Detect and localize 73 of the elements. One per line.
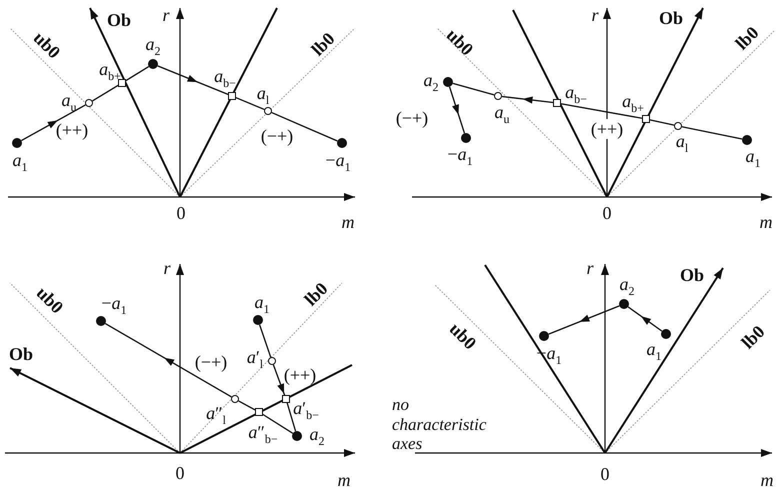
axis-label: r [164,259,170,277]
path-segment [452,82,494,96]
point-label: a$_{2}$ [424,71,438,93]
path-segment [286,402,296,432]
point-label: a$_{l}$ [256,84,270,106]
axis-label: r [592,6,598,24]
path-segment [682,126,742,140]
line-label: ub0 [446,319,480,353]
point-label: a$_{1}$ [12,151,28,173]
region-label: (++) [284,366,316,384]
point-label: a″$_{b−}$ [248,423,278,445]
path-arrow [628,306,662,332]
region-label: (−+) [194,353,228,371]
point-label: a$_{2}$ [620,275,634,297]
path-segment [271,112,338,142]
line-label: ub0 [30,28,64,62]
path-arrow [157,65,229,96]
region-label: 0 [600,465,610,483]
note-text: no characteristic axes [392,395,488,454]
point-label: a′$_{b−}$ [293,399,319,421]
line-label: lb0 [738,322,768,352]
point-label: a$_{2}$ [310,425,324,447]
point-label: a$_{l}$ [676,132,688,154]
path-segment [92,84,119,102]
path-arrow [502,96,554,104]
path-segment [262,414,294,434]
point-label: −a$_{1}$ [447,145,473,167]
point-label: a$_{b+}$ [99,60,121,82]
line-label: ub0 [33,283,67,317]
path-segment [560,103,642,119]
point-label: a$_{1}$ [746,147,760,169]
region-label: 0 [602,204,612,222]
point-label: a$_{b−}$ [214,67,236,89]
path-arrow [448,86,466,134]
axis-label: m [342,213,354,231]
axis-label: m [760,471,774,487]
line-label: lb0 [308,29,338,59]
path-segment [125,66,150,82]
point-label: a′$_{l}$ [246,348,264,370]
path-arrow [105,322,232,398]
axis-label: r [162,6,170,24]
path-arrow [21,104,86,142]
path-arrow [548,305,620,335]
line-label: lb0 [732,23,762,53]
axis-label: m [760,213,772,231]
axis-label: r [586,259,594,277]
path-segment [238,400,256,411]
line-label: lb0 [301,279,331,309]
region-label: (−+) [396,109,428,127]
region-label: (++) [56,121,88,139]
line-label: Ob [659,9,683,27]
region-label: (−+) [260,127,294,145]
point-label: −a$_{1}$ [101,294,127,316]
point-label: a$_{u}$ [494,103,510,125]
point-label: a″$_{l}$ [206,404,226,426]
point-label: a$_{1}$ [254,293,270,315]
point-label: a$_{1}$ [646,340,662,362]
region-label: (++) [590,119,624,139]
region-label: 0 [176,204,186,222]
region-label: 0 [176,464,184,482]
point-label: −a$_{1}$ [325,151,351,173]
path-segment [235,96,265,110]
path-arrow [272,364,286,396]
path-segment [650,119,674,126]
path-segment [259,324,272,358]
point-label: a$_{b−}$ [565,83,587,105]
line-label: Ob [107,11,131,29]
line-label: Ob [680,266,704,284]
line-label: Ob [9,345,33,363]
line-label: ub0 [443,25,477,59]
point-label: a$_{b+}$ [622,92,644,114]
point-label: a$_{2}$ [146,35,160,57]
axis-label: m [338,471,350,487]
